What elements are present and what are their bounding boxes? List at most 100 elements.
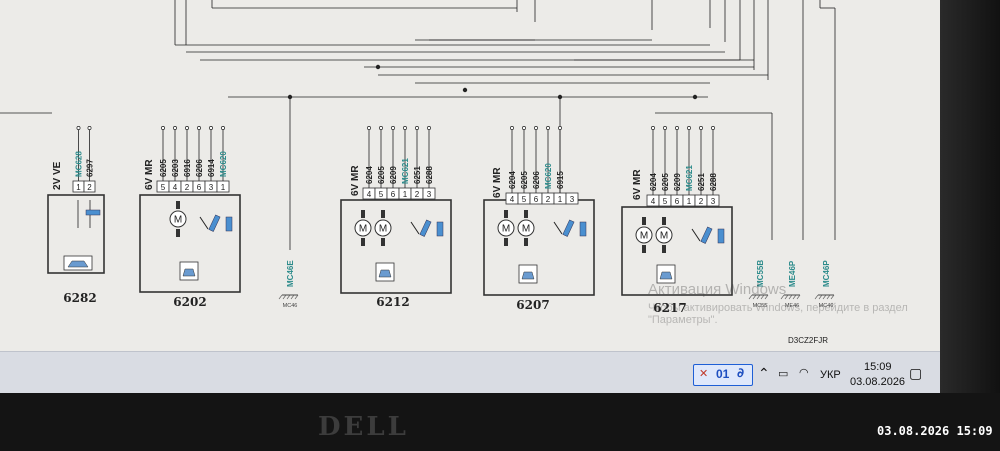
ground-hatch — [278, 294, 283, 300]
ground-hatch — [814, 294, 819, 300]
motor-brush — [504, 238, 508, 246]
motor-brush — [642, 245, 646, 253]
ime-flag-icon: ✕ — [699, 367, 709, 380]
wire-label: 6209 — [673, 173, 682, 191]
ime-indicator[interactable] — [693, 364, 753, 386]
wire-label: 6204 — [649, 173, 658, 191]
pin-number: 6 — [675, 197, 680, 206]
pin-number: 2 — [699, 197, 704, 206]
pin-number: 5 — [522, 195, 527, 204]
sensor-icon — [436, 221, 444, 237]
motor-icon — [354, 219, 372, 237]
car-icon — [378, 269, 392, 278]
wire-terminal — [391, 126, 395, 130]
pin-number: 5 — [161, 183, 166, 192]
pin-number: 2 — [185, 183, 190, 192]
ground-hatch — [788, 294, 793, 300]
motor-icon — [497, 219, 515, 237]
motor-icon — [169, 210, 187, 228]
battery-icon[interactable]: ▭ — [778, 368, 789, 380]
wire-terminal — [558, 126, 562, 130]
ground-hatch — [748, 294, 753, 300]
motor-coil-icon — [85, 209, 101, 216]
ground-hatch — [830, 294, 835, 300]
wire-terminal — [221, 126, 225, 130]
ground-hatch — [796, 294, 801, 300]
diagram-code: D3CZ2FJR — [788, 336, 829, 345]
wire-label: 6205 — [159, 159, 168, 177]
clock-time[interactable]: 15:09 — [864, 361, 892, 373]
wire-terminal — [534, 126, 538, 130]
car-icon — [659, 271, 673, 280]
ime-value: 01 — [716, 367, 730, 381]
ground-hatch — [764, 294, 769, 300]
wire-label: 6203 — [171, 159, 180, 177]
module-type: 6V MR — [350, 165, 361, 196]
car-icon — [521, 271, 535, 280]
motor-letter: M — [502, 224, 510, 235]
wire-terminal — [173, 126, 177, 130]
motor-brush — [176, 201, 180, 209]
pin-number: 1 — [558, 195, 563, 204]
module-type: 6V MR — [632, 169, 643, 200]
clock-date[interactable]: 03.08.2026 — [850, 376, 906, 388]
motor-brush — [381, 238, 385, 246]
pin-number: 3 — [570, 195, 575, 204]
windows-activation-title: Активация Windows — [648, 281, 787, 298]
wire-label: 6205 — [520, 171, 529, 189]
motor-brush — [504, 210, 508, 218]
ground-hatch — [784, 294, 789, 300]
wire-terminal — [522, 126, 526, 130]
pin-number: 4 — [651, 197, 656, 206]
switch-line — [553, 221, 563, 235]
wire-terminal — [76, 126, 81, 130]
motor-brush — [642, 217, 646, 225]
notification-icon[interactable]: ▢ — [909, 365, 923, 381]
ground-ref: MC46 — [283, 303, 298, 309]
ground-hatch — [282, 294, 287, 300]
wire-label: 6205 — [661, 173, 670, 191]
wire-terminal — [546, 126, 550, 130]
wire-label: 6288 — [425, 166, 434, 184]
ground-label: ME46P — [788, 260, 797, 287]
monitor-bezel-right — [940, 0, 1000, 451]
photo-date-stamp: 03.08.2026 15:09 — [877, 424, 993, 438]
pin-number: 2 — [415, 190, 420, 199]
wire-label: 6209 — [389, 166, 398, 184]
pin-number: 6 — [197, 183, 202, 192]
motor-brush — [381, 210, 385, 218]
language-indicator[interactable]: УКР — [820, 369, 841, 381]
module-type: 2V VE — [52, 161, 63, 190]
wire-terminal — [675, 126, 679, 130]
resistor-icon — [700, 226, 713, 244]
wifi-icon[interactable]: ◠ — [799, 367, 809, 379]
windows-taskbar — [0, 351, 945, 393]
pin-number: 3 — [427, 190, 432, 199]
ground-hatch — [826, 294, 831, 300]
pin-number: 4 — [173, 183, 178, 192]
pin-number: 3 — [711, 197, 716, 206]
ground-hatch — [760, 294, 765, 300]
wire-label: 6288 — [709, 173, 718, 191]
chevron-up-icon[interactable]: ⌃ — [758, 365, 770, 381]
module-id: 6212 — [376, 295, 409, 309]
motor-brush — [524, 238, 528, 246]
wire-terminal — [427, 126, 431, 130]
wire-terminal — [185, 126, 189, 130]
resistor-icon — [419, 219, 432, 237]
motor-brush — [524, 210, 528, 218]
wire-label: MC621 — [401, 158, 410, 184]
pin-number: 3 — [209, 183, 214, 192]
motor-letter: M — [174, 215, 182, 226]
wire-terminal — [367, 126, 371, 130]
windows-activation-text: Чтобы активировать Windows, перейдите в … — [648, 302, 908, 326]
wire-label: MC620 — [219, 151, 228, 177]
ground-hatch — [780, 294, 785, 300]
